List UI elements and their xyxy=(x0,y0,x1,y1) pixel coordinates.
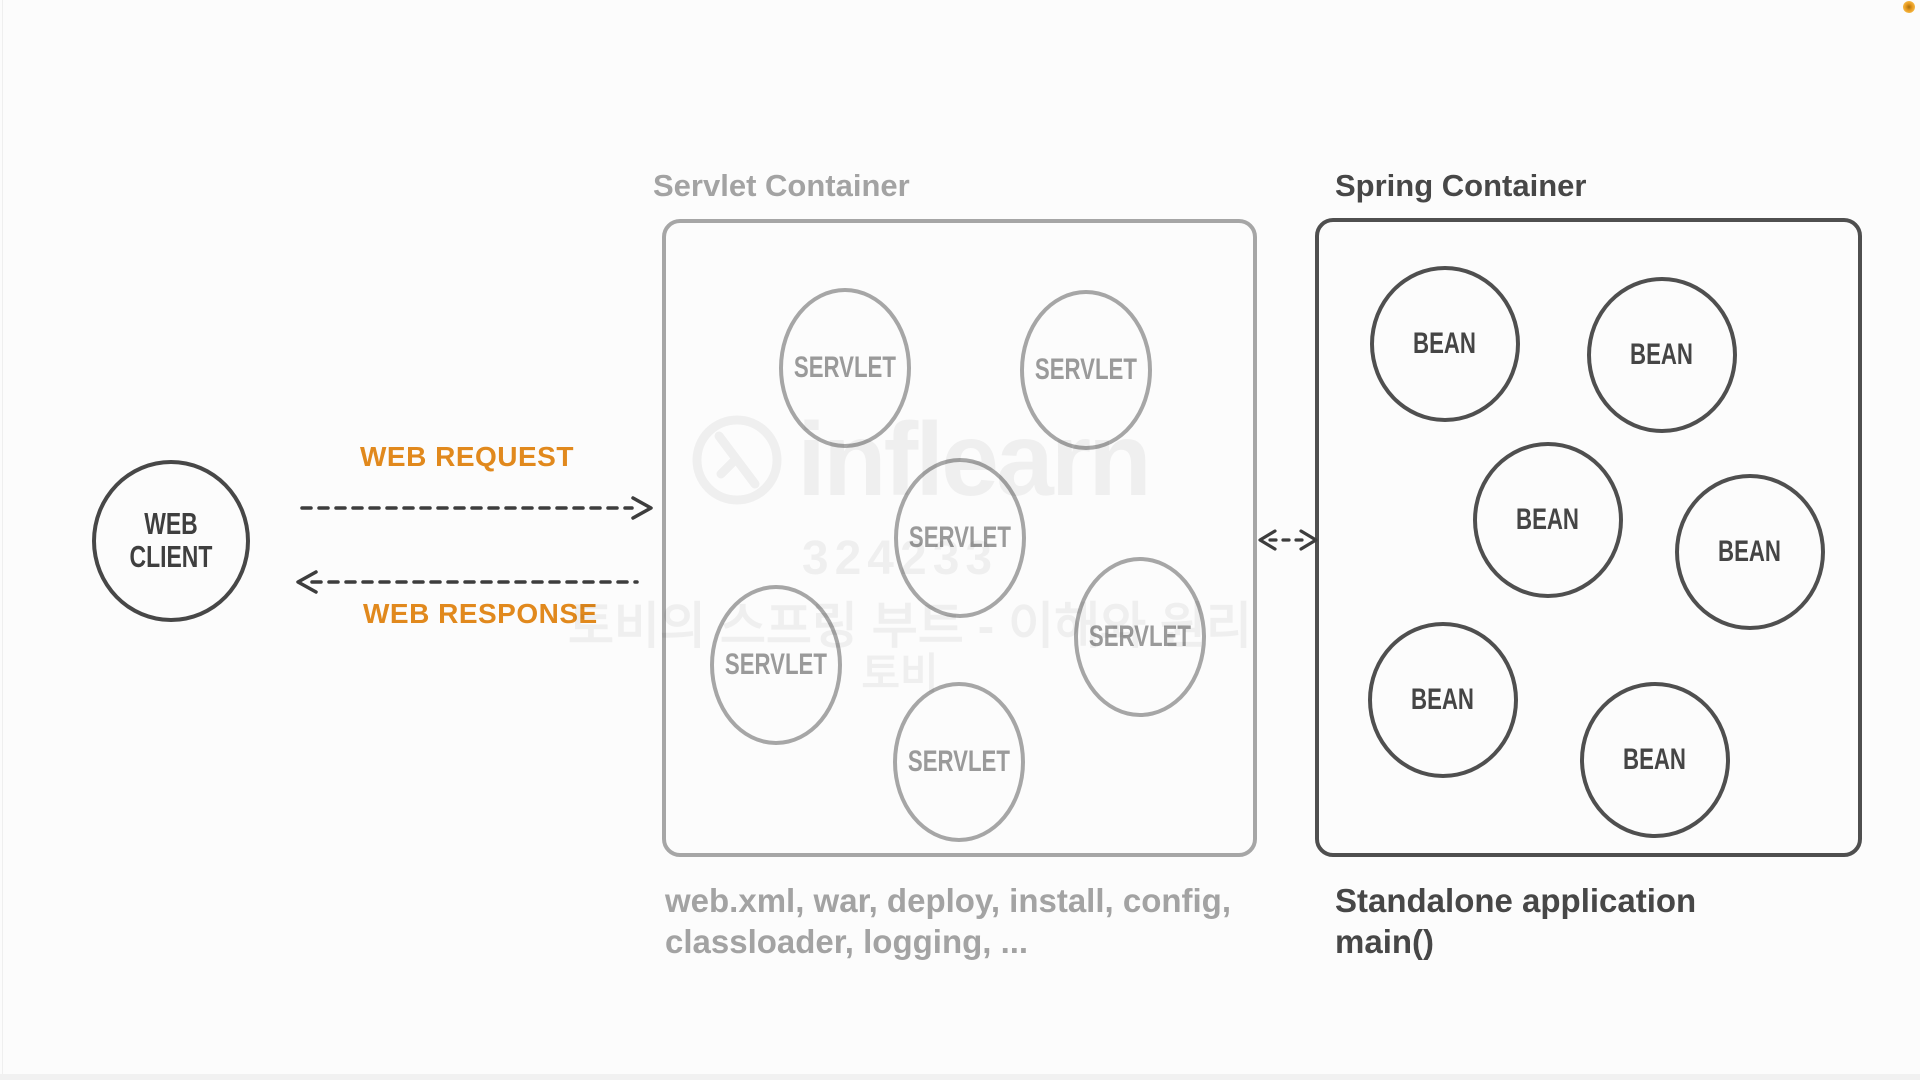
servlet-node-label: SERVLET xyxy=(1035,353,1137,386)
servlet-container-title: Servlet Container xyxy=(653,168,910,203)
bean-node: BEAN xyxy=(1368,622,1518,778)
servlet-node: SERVLET xyxy=(1074,557,1206,717)
servlet-node: SERVLET xyxy=(710,585,842,745)
bean-node-label: BEAN xyxy=(1718,535,1782,568)
web-response-label: WEB RESPONSE xyxy=(363,598,598,629)
web-response-arrow xyxy=(296,570,639,594)
bean-node: BEAN xyxy=(1587,277,1737,433)
bean-node: BEAN xyxy=(1473,442,1623,598)
spring-container-title: Spring Container xyxy=(1335,168,1587,203)
servlet-node: SERVLET xyxy=(894,458,1026,618)
web-client-label-line1: WEB xyxy=(144,506,198,542)
servlet-node-label: SERVLET xyxy=(908,745,1010,778)
servlet-node-label: SERVLET xyxy=(794,351,896,384)
web-request-arrow xyxy=(300,496,653,520)
web-client-label-line2: CLIENT xyxy=(129,539,213,574)
spring-container-caption: Standalone application main() xyxy=(1335,880,1696,962)
left-edge-line xyxy=(2,0,3,1080)
spring-caption-line2: main() xyxy=(1335,923,1434,960)
container-link-arrow xyxy=(1258,529,1318,551)
bean-node-label: BEAN xyxy=(1411,683,1475,716)
bean-node: BEAN xyxy=(1580,682,1730,838)
servlet-node-label: SERVLET xyxy=(725,648,827,681)
servlet-node: SERVLET xyxy=(893,682,1025,842)
servlet-caption-line1: web.xml, war, deploy, install, config, xyxy=(665,882,1232,919)
servlet-node-label: SERVLET xyxy=(909,521,1011,554)
servlet-node-label: SERVLET xyxy=(1089,620,1191,653)
recording-indicator-dot xyxy=(1903,1,1915,13)
bean-node: BEAN xyxy=(1675,474,1825,630)
web-request-label: WEB REQUEST xyxy=(360,441,574,472)
servlet-node: SERVLET xyxy=(1020,290,1152,450)
bottom-edge-strip xyxy=(0,1074,1920,1080)
bean-node-label: BEAN xyxy=(1623,743,1687,776)
servlet-container-caption: web.xml, war, deploy, install, config, cl… xyxy=(665,880,1231,962)
servlet-node: SERVLET xyxy=(779,288,911,448)
servlet-container-box xyxy=(662,219,1257,857)
servlet-caption-line2: classloader, logging, ... xyxy=(665,923,1029,960)
spring-caption-line1: Standalone application xyxy=(1335,882,1697,919)
bean-node-label: BEAN xyxy=(1413,327,1477,360)
bean-node-label: BEAN xyxy=(1630,338,1694,371)
bean-node-label: BEAN xyxy=(1516,503,1580,536)
bean-node: BEAN xyxy=(1370,266,1520,422)
